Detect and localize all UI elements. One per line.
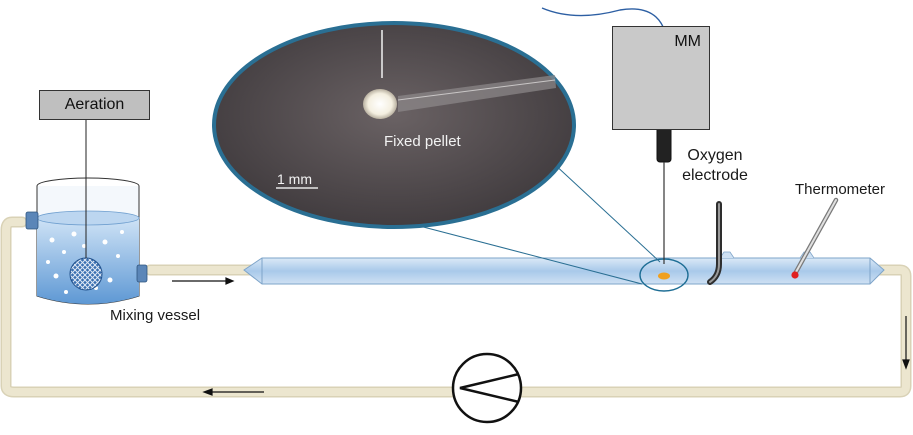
flow-arrow-icon — [172, 277, 235, 285]
zoom-lines — [407, 161, 661, 285]
flow-arrow-icon — [202, 388, 264, 396]
pellet-dot — [658, 272, 670, 280]
thermometer-icon — [791, 197, 839, 279]
aeration-label: Aeration — [39, 90, 150, 120]
fixed-pellet-label: Fixed pellet — [384, 133, 461, 150]
thermometer-label: Thermometer — [795, 181, 886, 198]
oxygen-electrode-label: Oxygen electrode — [675, 146, 755, 186]
inlet-tube — [707, 201, 722, 285]
mixing-vessel — [25, 120, 148, 305]
oxygen-electrode-label-line1: Oxygen — [687, 147, 743, 164]
fixed-pellet-image — [363, 89, 397, 119]
scale-bar-label: 1 mm — [277, 171, 312, 187]
meter-box: MM — [612, 26, 710, 130]
pump-icon — [451, 352, 523, 424]
stir-bar-icon — [69, 257, 103, 291]
oxygen-electrode-label-line2: electrode — [682, 167, 748, 184]
tubing-loop — [0, 216, 912, 398]
flow-cell — [243, 251, 885, 292]
mixing-vessel-label: Mixing vessel — [110, 307, 201, 324]
magnified-inset — [212, 21, 576, 229]
flow-arrow-icon — [902, 316, 910, 370]
meter-label: MM — [674, 33, 701, 50]
